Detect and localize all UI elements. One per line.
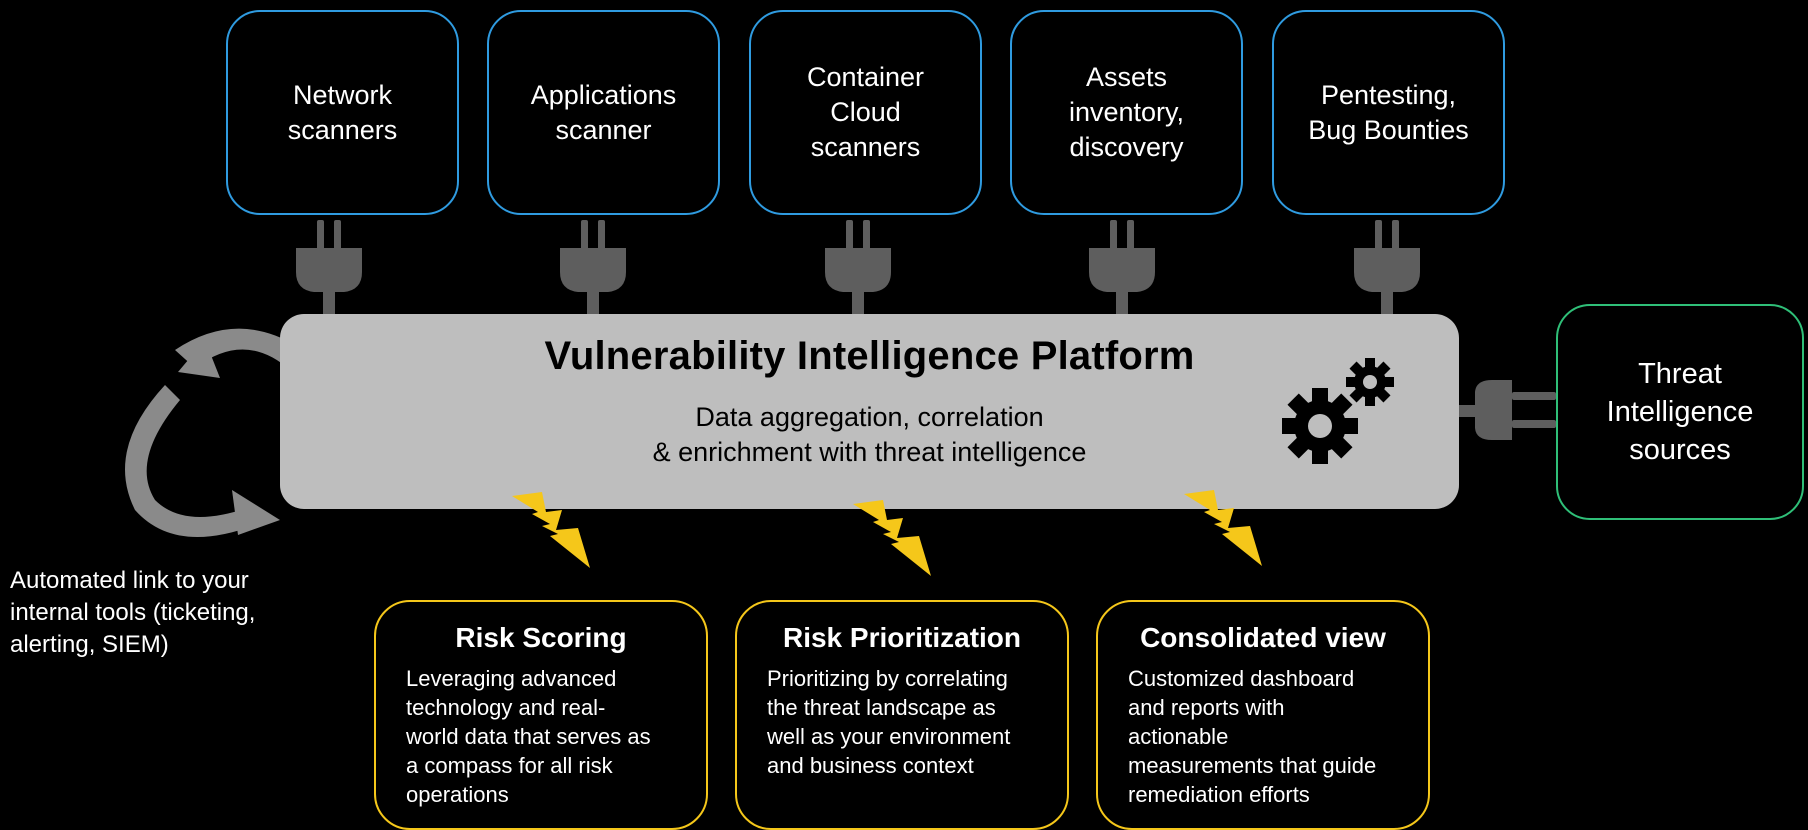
feature-description: Leveraging advanced technology and real-…	[406, 666, 651, 807]
lightning-bolt-icon	[512, 492, 590, 568]
automation-label: Automated link to your internal tools (t…	[10, 567, 256, 658]
feature-risk-scoring: Risk Scoring Leveraging advanced technol…	[374, 600, 708, 830]
source-network-scanners: Network scanners	[226, 10, 459, 215]
lightning-bolt-icon	[1184, 490, 1262, 566]
source-assets-inventory: Assets inventory, discovery	[1010, 10, 1243, 215]
source-applications-scanner: Applications scanner	[487, 10, 720, 215]
feature-risk-prioritization: Risk Prioritization Prioritizing by corr…	[735, 600, 1069, 830]
lightning-bolt-icon	[853, 500, 931, 576]
feature-title: Risk Scoring	[455, 622, 627, 653]
feature-description: Customized dashboard and reports with ac…	[1128, 666, 1377, 807]
feature-title: Consolidated view	[1140, 622, 1386, 653]
source-container-cloud-scanners: Container Cloud scanners	[749, 10, 982, 215]
platform-title: Vulnerability Intelligence Platform	[544, 334, 1195, 378]
source-pentesting: Pentesting, Bug Bounties	[1272, 10, 1505, 215]
feature-description: Prioritizing by correlating the threat l…	[767, 666, 1011, 778]
feature-consolidated-view: Consolidated view Customized dashboard a…	[1096, 600, 1430, 830]
threat-intelligence-sources: Threat Intelligence sources	[1556, 304, 1804, 520]
feature-title: Risk Prioritization	[782, 622, 1022, 653]
platform-subtitle: Data aggregation, correlation & enrichme…	[652, 402, 1087, 467]
vulnerability-intelligence-platform: Vulnerability Intelligence Platform Data…	[280, 314, 1459, 509]
gears-icon	[1282, 358, 1394, 464]
